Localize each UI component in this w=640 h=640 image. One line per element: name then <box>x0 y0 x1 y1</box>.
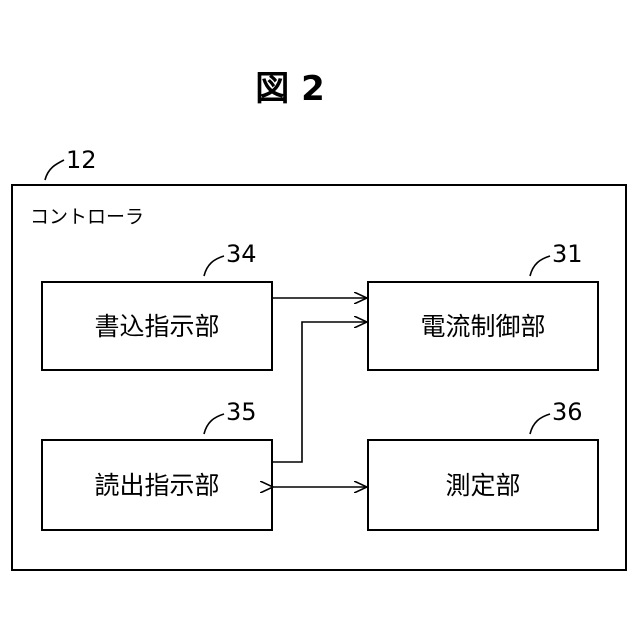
figure-title: 図 2 <box>255 69 325 109</box>
arrow-read-to-current <box>272 322 367 462</box>
measure-ref: 36 <box>552 398 583 426</box>
controller-leader-line <box>45 160 64 180</box>
measure-leader-line <box>530 414 550 434</box>
current-ref: 31 <box>552 240 583 268</box>
write-block-label: 書込指示部 <box>94 312 219 341</box>
read-ref: 35 <box>226 398 257 426</box>
write-leader-line <box>204 256 224 276</box>
current-block-label: 電流制御部 <box>420 312 545 341</box>
controller-frame <box>12 185 626 570</box>
current-leader-line <box>530 256 550 276</box>
measure-block-label: 測定部 <box>445 471 520 500</box>
write-ref: 34 <box>226 240 257 268</box>
read-block-label: 読出指示部 <box>94 471 219 500</box>
read-leader-line <box>204 414 224 434</box>
controller-label: コントローラ <box>30 206 144 228</box>
controller-ref: 12 <box>66 146 97 174</box>
